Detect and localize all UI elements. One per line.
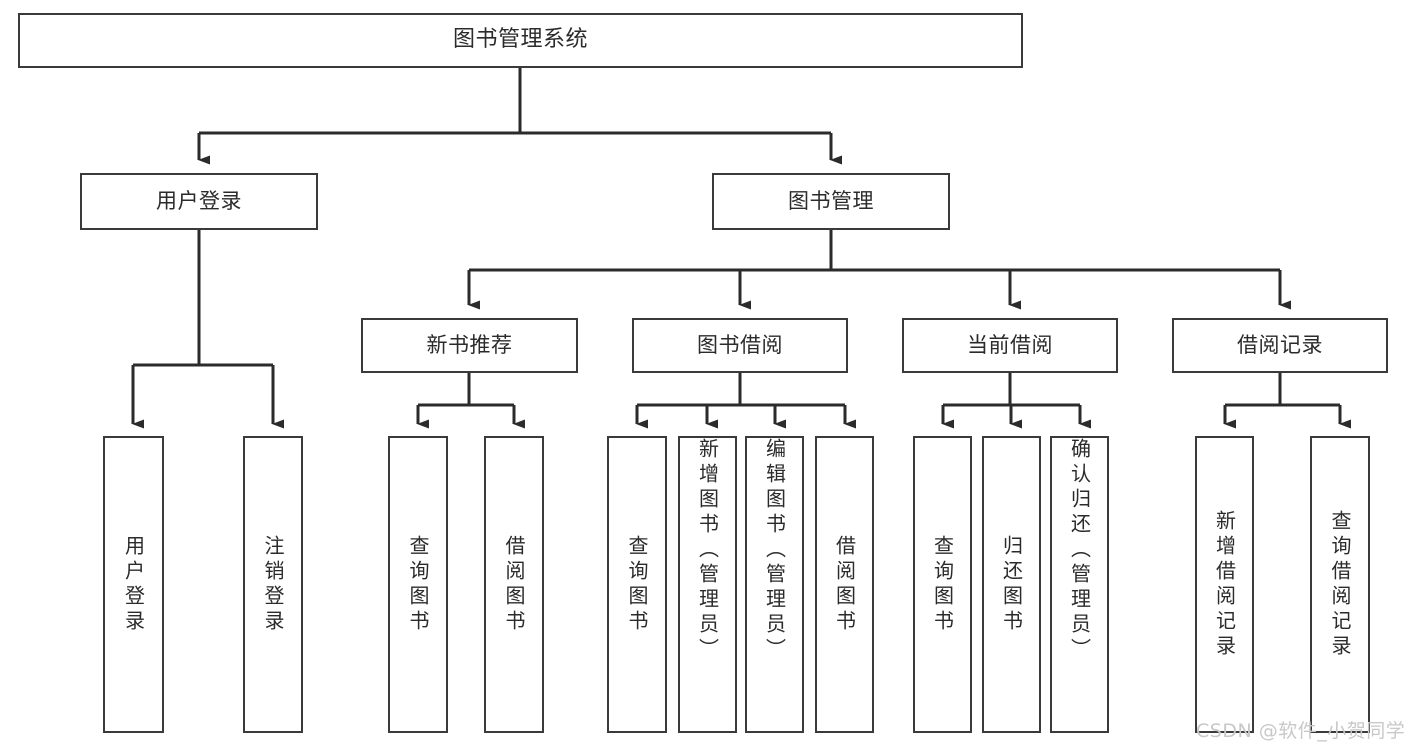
node-borrow-record[interactable]: 借阅记录 xyxy=(1172,318,1388,373)
node-leaf-add-book[interactable]: 新增图书（管理员） xyxy=(678,436,737,733)
node-leaf-borrow-book-1[interactable]: 借阅图书 xyxy=(484,436,544,733)
node-leaf-user-login-label: 用户登录 xyxy=(121,534,146,635)
node-leaf-logout[interactable]: 注销登录 xyxy=(243,436,303,733)
node-leaf-edit-book[interactable]: 编辑图书（管理员） xyxy=(745,436,804,733)
node-current-borrow-label: 当前借阅 xyxy=(967,332,1053,357)
node-leaf-query-book-3[interactable]: 查询图书 xyxy=(913,436,972,733)
node-leaf-return-book-label: 归还图书 xyxy=(999,534,1024,635)
node-leaf-query-book-2[interactable]: 查询图书 xyxy=(607,436,667,733)
node-current-borrow[interactable]: 当前借阅 xyxy=(902,318,1118,373)
node-leaf-return-book[interactable]: 归还图书 xyxy=(982,436,1041,733)
node-leaf-borrow-book-1-label: 借阅图书 xyxy=(502,534,526,635)
node-leaf-logout-label: 注销登录 xyxy=(261,534,285,635)
node-root[interactable]: 图书管理系统 xyxy=(18,13,1023,68)
node-leaf-borrow-book-2[interactable]: 借阅图书 xyxy=(815,436,874,733)
node-leaf-add-record[interactable]: 新增借阅记录 xyxy=(1195,436,1254,733)
node-new-book-rec-label: 新书推荐 xyxy=(426,332,513,357)
node-user-login[interactable]: 用户登录 xyxy=(80,173,318,230)
node-book-manage-label: 图书管理 xyxy=(788,188,874,213)
node-leaf-query-book-3-label: 查询图书 xyxy=(930,534,955,635)
watermark: CSDN @软件_小贺同学 xyxy=(1196,720,1405,742)
node-leaf-query-book-1[interactable]: 查询图书 xyxy=(388,436,448,733)
node-leaf-query-record[interactable]: 查询借阅记录 xyxy=(1310,436,1370,733)
node-book-borrow[interactable]: 图书借阅 xyxy=(632,318,848,373)
node-new-book-rec[interactable]: 新书推荐 xyxy=(361,318,578,373)
node-leaf-add-record-label: 新增借阅记录 xyxy=(1212,509,1237,660)
node-leaf-query-book-2-label: 查询图书 xyxy=(625,534,649,635)
node-leaf-user-login[interactable]: 用户登录 xyxy=(103,436,164,733)
node-book-borrow-label: 图书借阅 xyxy=(697,332,783,357)
node-leaf-edit-book-label: 编辑图书（管理员） xyxy=(762,438,787,663)
node-borrow-record-label: 借阅记录 xyxy=(1237,332,1323,357)
node-leaf-add-book-label: 新增图书（管理员） xyxy=(695,438,720,663)
node-leaf-query-book-1-label: 查询图书 xyxy=(406,534,430,635)
node-leaf-borrow-book-2-label: 借阅图书 xyxy=(832,534,857,635)
node-leaf-confirm-return[interactable]: 确认归还（管理员） xyxy=(1050,436,1109,733)
node-root-label: 图书管理系统 xyxy=(452,27,588,53)
node-user-login-label: 用户登录 xyxy=(156,188,242,213)
node-book-manage[interactable]: 图书管理 xyxy=(712,173,950,230)
node-leaf-query-record-label: 查询借阅记录 xyxy=(1328,509,1352,660)
node-leaf-confirm-return-label: 确认归还（管理员） xyxy=(1067,438,1092,663)
